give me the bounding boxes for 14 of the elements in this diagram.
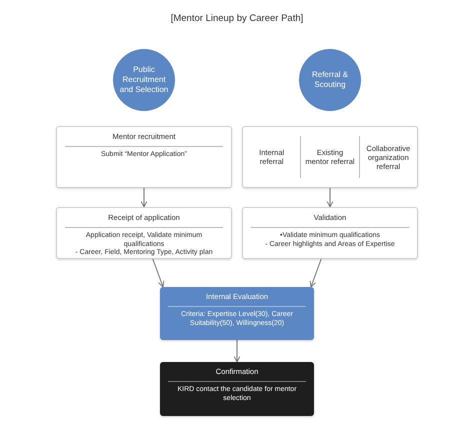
step-box (56, 126, 232, 188)
step-box (242, 207, 418, 259)
arrow (326, 188, 334, 208)
evaluation-box (160, 287, 314, 340)
diagram-title: [Mentor Lineup by Career Path] (170, 12, 304, 26)
step-box (56, 207, 232, 259)
arrow (310, 258, 322, 288)
arrow (152, 258, 164, 288)
arrow (140, 188, 148, 208)
arrow (234, 340, 240, 362)
step-box (242, 126, 418, 188)
category-label: Public Recruitment and Selection (118, 65, 170, 95)
confirmation-box (160, 362, 314, 416)
category-label: Referral & Scouting (310, 70, 349, 90)
